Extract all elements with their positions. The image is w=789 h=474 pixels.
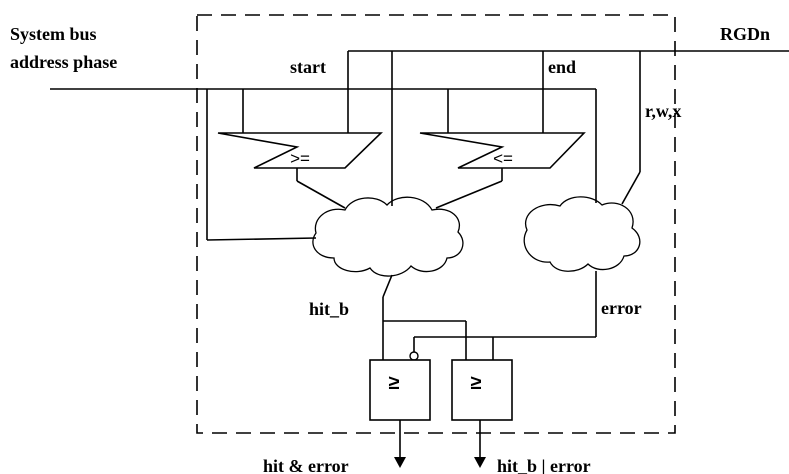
comparator-le-symbol: <= [493,149,513,168]
start-label: start [290,57,326,77]
comparator-le-to-cloud [435,180,503,209]
rgdn-label: RGDn [720,24,770,44]
output-right-label: hit_b | error [497,456,591,474]
gate1 [369,359,431,421]
gate1-output-arrow [394,457,406,468]
comparator-le [419,132,586,169]
rwx-wire-diag [621,171,641,205]
hit-b-label: hit_b [309,299,349,319]
bus-to-cloud-left [206,237,317,241]
gate2 [451,359,513,421]
comparator-ge [217,132,383,169]
hit-b-wire-diag [382,274,393,298]
error-label: error [601,298,642,318]
gate1-symbol: ≥ [389,372,400,394]
comparator-ge-symbol: >= [290,149,310,168]
gate2-output-arrow [474,457,486,468]
logic-cloud-error [523,196,641,272]
gate1-inversion-bubble [409,351,419,361]
module-boundary [196,14,676,434]
rwx-label: r,w,x [645,101,681,121]
logic-cloud-hit [312,196,464,277]
gate2-symbol: ≥ [471,372,482,394]
output-left-label: hit & error [263,456,349,474]
comparator-ge-to-cloud [296,180,346,209]
address-phase-label: address phase [10,52,117,72]
end-label: end [548,57,576,77]
system-bus-label: System bus [10,24,97,44]
